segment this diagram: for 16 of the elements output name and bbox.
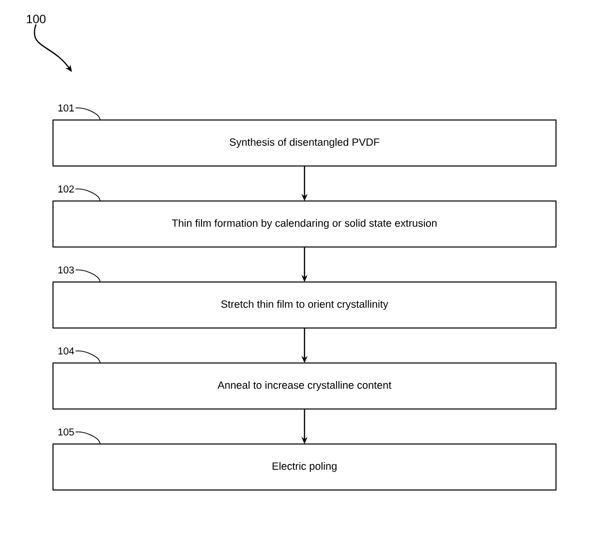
process-box: Thin film formation by calendaring or solid state extrusion (52, 200, 556, 248)
process-box: Synthesis of disentangled PVDF (52, 120, 556, 166)
callout-number: 100 (26, 14, 46, 24)
callout-number: 105 (58, 428, 74, 436)
callout-number: 104 (58, 347, 74, 355)
callout-number: 102 (58, 185, 74, 193)
leader-line (75, 188, 100, 202)
callout-number: 101 (58, 104, 74, 112)
leader-line (75, 270, 100, 282)
process-box: Electric poling (52, 444, 556, 490)
leader-line (75, 350, 100, 364)
callout-number: 103 (58, 266, 74, 274)
leader-line (75, 432, 100, 444)
process-box: Anneal to increase crystalline content (52, 362, 556, 410)
process-box: Stretch thin film to orient crystallinity (52, 282, 556, 328)
leader-line (75, 108, 100, 120)
